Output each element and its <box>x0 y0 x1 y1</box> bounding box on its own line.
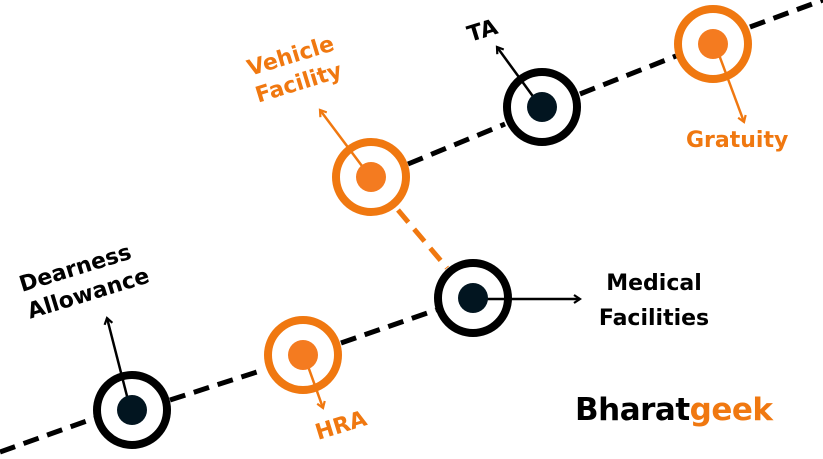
node-dot <box>458 283 488 313</box>
node-medical <box>434 259 512 337</box>
node-dot <box>288 340 318 370</box>
label-line-1: TA <box>464 15 500 48</box>
connector-line-vehicle-ta <box>407 121 506 167</box>
label-medical-facilities: Medical Facilities <box>599 271 709 331</box>
label-line-1: Medical <box>606 271 702 296</box>
label-ta: TA <box>464 15 500 48</box>
connector-line-left-edge <box>0 415 96 455</box>
node-dot <box>527 92 557 122</box>
node-dot <box>698 29 728 59</box>
node-ring <box>674 5 752 83</box>
node-hra <box>264 316 342 394</box>
node-ring <box>434 259 512 337</box>
node-ring <box>503 68 581 146</box>
label-vehicle-facility: Vehicle Facility <box>244 32 345 109</box>
pointer-arrow-vehicle <box>318 108 366 171</box>
logo-part-2: geek <box>689 392 773 428</box>
connector-line-right-edge <box>749 0 823 30</box>
label-line-2: Facilities <box>599 306 709 331</box>
node-ta <box>503 68 581 146</box>
label-line-1: HRA <box>312 407 369 446</box>
label-dearness-allowance: Dearness Allowance <box>16 240 152 324</box>
connector-line-dearness-hra <box>169 367 264 403</box>
bharatgeek-logo: Bharatgeek <box>575 392 773 428</box>
label-gratuity: Gratuity <box>686 128 788 153</box>
node-ring <box>93 371 171 449</box>
connector-line-medical-vehicle <box>396 208 449 270</box>
node-gratuity <box>674 5 752 83</box>
pointer-arrow-dearness <box>103 316 130 401</box>
node-ring <box>264 316 342 394</box>
label-hra: HRA <box>312 407 369 446</box>
node-dot <box>117 395 147 425</box>
node-dot <box>356 162 386 192</box>
logo-part-1: Bharat <box>575 392 690 428</box>
node-dearness <box>93 371 171 449</box>
node-ring <box>332 138 410 216</box>
node-vehicle <box>332 138 410 216</box>
connector-line-hra-medical <box>340 307 437 346</box>
label-line-1: Gratuity <box>686 128 788 153</box>
connector-line-ta-gratuity <box>579 53 677 97</box>
